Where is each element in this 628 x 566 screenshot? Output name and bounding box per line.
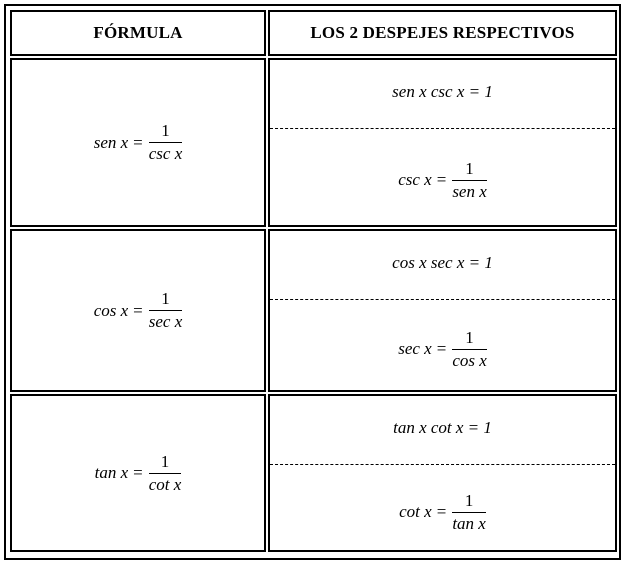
formula-cell-cos: cos x = 1 sec x xyxy=(10,229,266,392)
fraction-numerator: 1 xyxy=(160,451,170,471)
fraction: 1 csc x xyxy=(148,121,183,163)
dashed-divider xyxy=(270,464,615,465)
fraction-numerator: 1 xyxy=(464,490,474,510)
fraction-numerator: 1 xyxy=(465,158,474,178)
formula-sen: sen x = 1 csc x xyxy=(12,60,264,225)
formula-tan: tan x = 1 cot x xyxy=(12,396,264,550)
despejes-cell-tan: tan x cot x = 1 cot x = 1 tan x xyxy=(268,394,617,552)
header-formula-cell: FÓRMULA xyxy=(10,10,266,56)
despeje-product: cos x sec x = 1 xyxy=(392,253,493,272)
dashed-divider xyxy=(270,128,615,129)
despeje-fraction: cot x = 1 tan x xyxy=(270,480,615,544)
fraction-denominator: tan x xyxy=(452,513,486,533)
despeje-lhs: csc x xyxy=(398,170,432,189)
fraction: 1 cos x xyxy=(452,327,487,370)
equals-sign: = xyxy=(133,132,143,152)
formula-cell-tan: tan x = 1 cot x xyxy=(10,394,266,552)
fraction-bar xyxy=(452,179,487,181)
dashed-divider xyxy=(270,299,615,300)
fraction: 1 sec x xyxy=(148,289,183,331)
fraction: 1 tan x xyxy=(452,490,486,533)
despeje-lhs: sec x xyxy=(398,339,432,358)
fraction-bar xyxy=(452,348,487,350)
fraction-denominator: sen x xyxy=(452,181,487,201)
formula-cos: cos x = 1 sec x xyxy=(12,231,264,390)
equals-sign: = xyxy=(133,300,143,320)
despejes-cell-cos: cos x sec x = 1 sec x = 1 cos x xyxy=(268,229,617,392)
fraction-denominator: cot x xyxy=(148,474,182,494)
header-despejes-cell: LOS 2 DESPEJES RESPECTIVOS xyxy=(268,10,617,56)
fraction-numerator: 1 xyxy=(161,289,170,308)
fraction: 1 cot x xyxy=(148,451,182,494)
formula-lhs: cos x xyxy=(93,300,129,320)
header-formula-label: FÓRMULA xyxy=(93,23,183,42)
formula-lhs: sen x xyxy=(93,132,129,152)
equals-sign: = xyxy=(436,339,447,358)
equals-sign: = xyxy=(436,170,447,189)
fraction-bar xyxy=(148,310,183,311)
fraction-bar xyxy=(452,511,486,513)
fraction-numerator: 1 xyxy=(161,121,170,140)
fraction-numerator: 1 xyxy=(465,327,474,347)
fraction-denominator: csc x xyxy=(148,144,183,163)
despeje-fraction: sec x = 1 cos x xyxy=(270,317,615,381)
despejes-cell-sen: sen x csc x = 1 csc x = 1 sen x xyxy=(268,58,617,227)
equals-sign: = xyxy=(436,502,447,521)
despeje-product: tan x cot x = 1 xyxy=(393,418,492,437)
despeje-fraction: csc x = 1 sen x xyxy=(270,148,615,212)
fraction-denominator: cos x xyxy=(452,350,487,370)
formula-lhs: tan x xyxy=(94,463,129,482)
fraction-bar xyxy=(148,142,183,143)
fraction: 1 sen x xyxy=(452,158,487,201)
equals-sign: = xyxy=(133,463,143,482)
trig-reciprocal-table: FÓRMULA LOS 2 DESPEJES RESPECTIVOS sen x… xyxy=(4,4,621,560)
formula-cell-sen: sen x = 1 csc x xyxy=(10,58,266,227)
despeje-lhs: cot x xyxy=(399,502,432,521)
fraction-bar xyxy=(148,472,182,474)
despeje-product: sen x csc x = 1 xyxy=(392,82,493,101)
fraction-denominator: sec x xyxy=(148,312,183,331)
header-despejes-label: LOS 2 DESPEJES RESPECTIVOS xyxy=(310,23,575,42)
